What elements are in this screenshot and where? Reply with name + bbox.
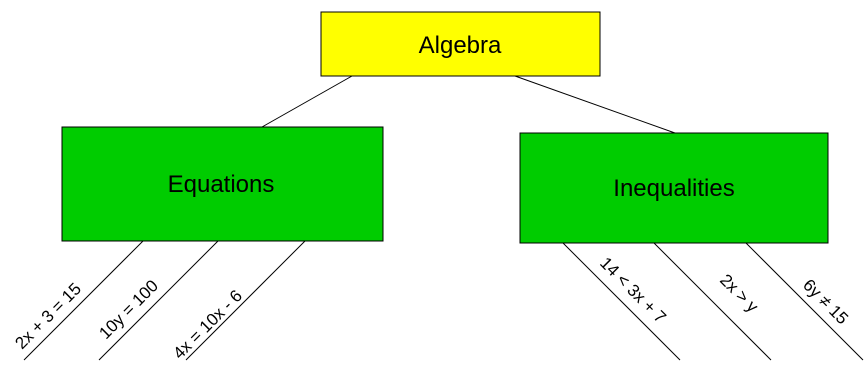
node-algebra-box <box>320 11 601 77</box>
edge-inequalities-leaf-3 <box>745 242 864 361</box>
node-algebra-label: Algebra <box>419 32 502 59</box>
leaf-inequalities-1-label: 14 < 3x + 7 <box>596 253 670 327</box>
edge-equations-leaf-2 <box>98 240 219 361</box>
edge-equations-leaf-1 <box>23 240 144 361</box>
leaf-inequalities-2-label: 2x > y <box>716 270 762 316</box>
node-inequalities-box <box>519 132 829 244</box>
leaf-equations-2-label: 10y = 100 <box>95 276 162 343</box>
node-equations-box <box>61 126 384 242</box>
edge-algebra-equations <box>261 75 353 128</box>
leaf-equations-1-label: 2x + 3 = 15 <box>11 279 85 353</box>
edge-inequalities-leaf-2 <box>653 242 772 361</box>
node-inequalities-label: Inequalities <box>613 175 734 202</box>
edge-inequalities-leaf-1 <box>562 242 681 361</box>
node-equations: Equations <box>61 126 384 242</box>
leaf-equations-3-label: 4x = 10x - 6 <box>169 286 246 363</box>
node-inequalities: Inequalities <box>519 132 829 244</box>
edge-equations-leaf-3 <box>185 240 306 361</box>
leaf-inequalities-3-label: 6y ≠ 15 <box>799 275 852 328</box>
edge-algebra-inequalities <box>514 75 676 134</box>
node-equations-label: Equations <box>168 171 275 198</box>
node-algebra: Algebra <box>320 11 601 77</box>
